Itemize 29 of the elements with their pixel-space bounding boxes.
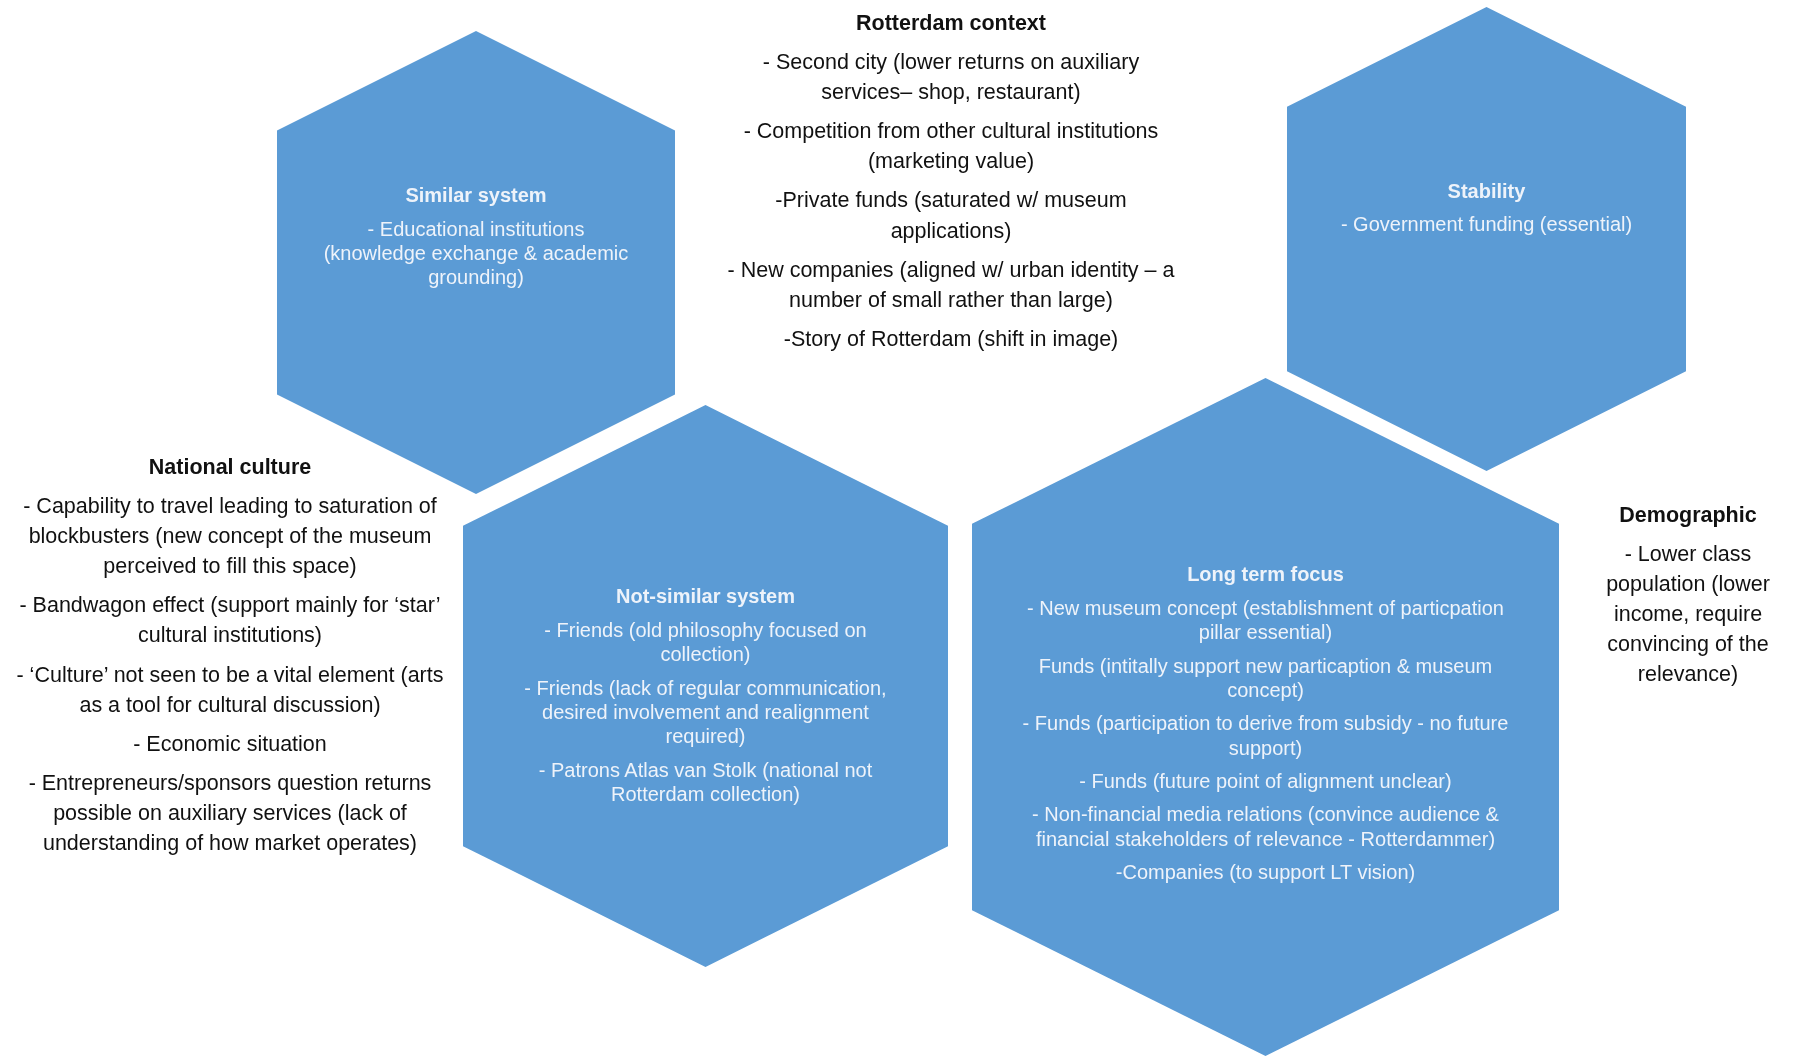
section-heading: Rotterdam context: [855, 10, 1047, 37]
hexagon-heading: Stability: [1447, 178, 1526, 203]
bullet-text: - Funds (future point of alignment unclear): [1079, 769, 1452, 794]
bullet-text: - New museum concept (establishment of particpation pillar essential): [1026, 595, 1505, 645]
bullet-text: - Capability to travel leading to saturation of blockbusters (new concept of the museum perceived to fill this space): [22, 493, 438, 581]
bullet-text: - Lower class population (lower income, require convincing of the relevance): [1605, 541, 1771, 689]
bullet-text: -Private funds (saturated w/ museum applications): [774, 187, 1128, 245]
bullet-text: - Government funding (essential): [1340, 212, 1633, 237]
bullet-text: - Bandwagon effect (support mainly for ‘star’ cultural institutions): [18, 592, 442, 650]
bullet-text: - Educational institutions (knowledge exchange & academic grounding): [322, 216, 630, 290]
bullet-text: - Second city (lower returns on auxiliary services– shop, restaurant): [761, 49, 1141, 107]
bullet-text: - Friends (lack of regular communication, desired involvement and realignment required): [523, 675, 888, 749]
bullet-text: - Funds (participation to derive from subsidy - no future support): [1022, 711, 1509, 761]
hexagon-heading: Long term focus: [1187, 562, 1344, 587]
bullet-text: - Entrepreneurs/sponsors question returns possible on auxiliary services (lack of understanding of how market operates): [27, 769, 433, 858]
bullet-text: Funds (intitally support new particaption & museum concept): [1037, 653, 1494, 703]
section-heading: National culture: [147, 454, 313, 481]
section-heading: Demographic: [1618, 502, 1758, 529]
bullet-text: - Patrons Atlas van Stolk (national not Rotterdam collection): [537, 757, 874, 807]
bullet-text: - Friends (old philosophy focused on collection): [543, 617, 868, 667]
bullet-text: - New companies (aligned w/ urban identity – a number of small rather than large): [726, 256, 1176, 314]
bullet-text: -Companies (to support LT vision): [1115, 860, 1416, 885]
bullet-text: - Competition from other cultural institutions (marketing value): [742, 118, 1160, 176]
bullet-text: - ‘Culture’ not seen to be a vital element (arts as a tool for cultural discussion): [15, 661, 445, 719]
hexagon-heading: Similar system: [405, 183, 547, 208]
bullet-text: -Story of Rotterdam (shift in image): [782, 325, 1120, 353]
bullet-text: - Non-financial media relations (convince audience & financial stakeholders of relevance - Rotterdammer): [1031, 802, 1500, 852]
bullet-text: - Economic situation: [132, 730, 328, 758]
hexagon-heading: Not-similar system: [616, 584, 795, 609]
